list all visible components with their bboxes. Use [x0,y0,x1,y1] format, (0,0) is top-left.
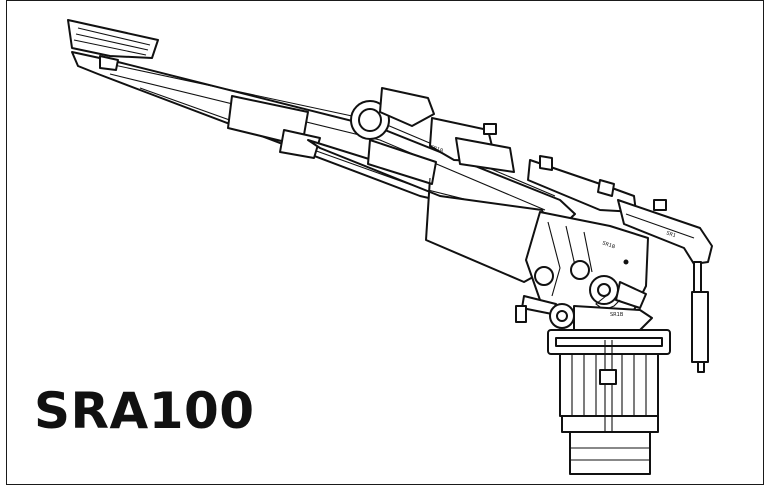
part-mark: SR1B [429,144,444,154]
hanging-rod [691,261,709,373]
part-markings: SR1 SR1B SR1B SR1B [429,144,676,318]
swivel-ring [350,100,390,140]
base-pivot [549,303,653,331]
part-mark: SR1 [665,230,676,239]
model-name: SRA100 [34,382,255,440]
part-mark: SR1B [610,312,624,318]
barrel-underside [227,95,561,283]
drive-arm-assembly [527,155,713,265]
base-body [547,329,671,475]
main-barrel [71,51,576,229]
nozzle-head [67,19,159,71]
part-mark: SR1B [601,240,616,250]
top-housings [379,87,515,173]
central-mechanism [515,211,649,323]
